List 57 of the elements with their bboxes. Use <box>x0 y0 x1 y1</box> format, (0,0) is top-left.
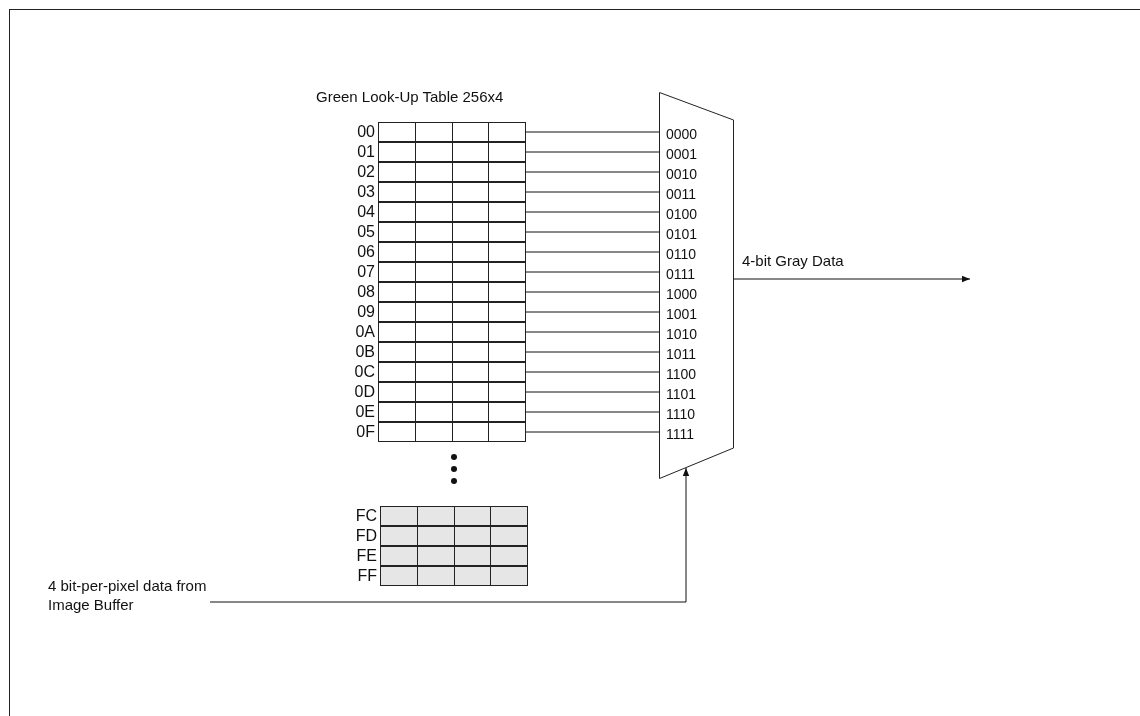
connector-line <box>525 271 660 273</box>
row-address-label: 0E <box>355 402 375 422</box>
connector-line <box>525 191 660 193</box>
arrow <box>733 275 971 283</box>
input-select-label: 0110 <box>666 247 697 261</box>
arrow <box>209 467 690 603</box>
connector-line <box>525 411 660 413</box>
connector-line <box>525 251 660 253</box>
input-select-label: 1110 <box>666 407 696 421</box>
input-select-label: 1011 <box>666 347 697 361</box>
row-address-label: 02 <box>357 162 375 182</box>
row-address-label: 09 <box>357 302 375 322</box>
row-address-label: 07 <box>357 262 375 282</box>
input-select-label: 1100 <box>666 367 697 381</box>
row-address-label: 03 <box>357 182 375 202</box>
connector-line <box>525 131 660 133</box>
input-select-label: 1111 <box>666 427 695 441</box>
input-select-label: 0101 <box>666 227 698 241</box>
row-address-label: 08 <box>357 282 375 302</box>
row-address-label: 0C <box>354 362 375 382</box>
edge-label: 4-bit Gray Data <box>740 252 846 270</box>
row-address-label: 01 <box>357 142 375 162</box>
input-select-label: 1001 <box>666 307 698 321</box>
input-select-label: 0000 <box>666 127 698 141</box>
connector-line <box>525 371 660 373</box>
connector-line <box>525 311 660 313</box>
connector-line <box>525 431 660 433</box>
row-address-label: 05 <box>357 222 375 242</box>
row-address-label: FD <box>355 526 377 546</box>
connector-line <box>525 211 660 213</box>
row-address-label: FF <box>357 566 377 586</box>
connector-line <box>525 291 660 293</box>
row-address-label: FE <box>356 546 377 566</box>
row-address-label: 0B <box>355 342 375 362</box>
input-description: 4 bit-per-pixel data from Image Buffer <box>48 576 208 614</box>
row-address-label: 04 <box>357 202 375 222</box>
connector-line <box>525 391 660 393</box>
connector-line <box>525 171 660 173</box>
row-address-label: 0F <box>356 422 375 442</box>
connector-line <box>525 331 660 333</box>
input-select-label: 1010 <box>666 327 698 341</box>
input-select-label: 0011 <box>666 187 697 201</box>
row-address-label: 0D <box>354 382 375 402</box>
row-address-label: 06 <box>357 242 375 262</box>
connector-line <box>525 351 660 353</box>
input-select-label: 1000 <box>666 287 698 301</box>
input-select-label: 0001 <box>666 147 698 161</box>
input-select-label: 0100 <box>666 207 698 221</box>
row-address-label: 0A <box>355 322 375 342</box>
input-select-label: 0111 <box>666 267 696 281</box>
table-title: Green Look-Up Table 256x4 <box>316 88 504 105</box>
input-select-label: 0010 <box>666 167 698 181</box>
row-address-label: FC <box>355 506 377 526</box>
row-address-label: 00 <box>357 122 375 142</box>
input-select-label: 1101 <box>666 387 697 401</box>
connector-line <box>525 151 660 153</box>
connector-line <box>525 231 660 233</box>
